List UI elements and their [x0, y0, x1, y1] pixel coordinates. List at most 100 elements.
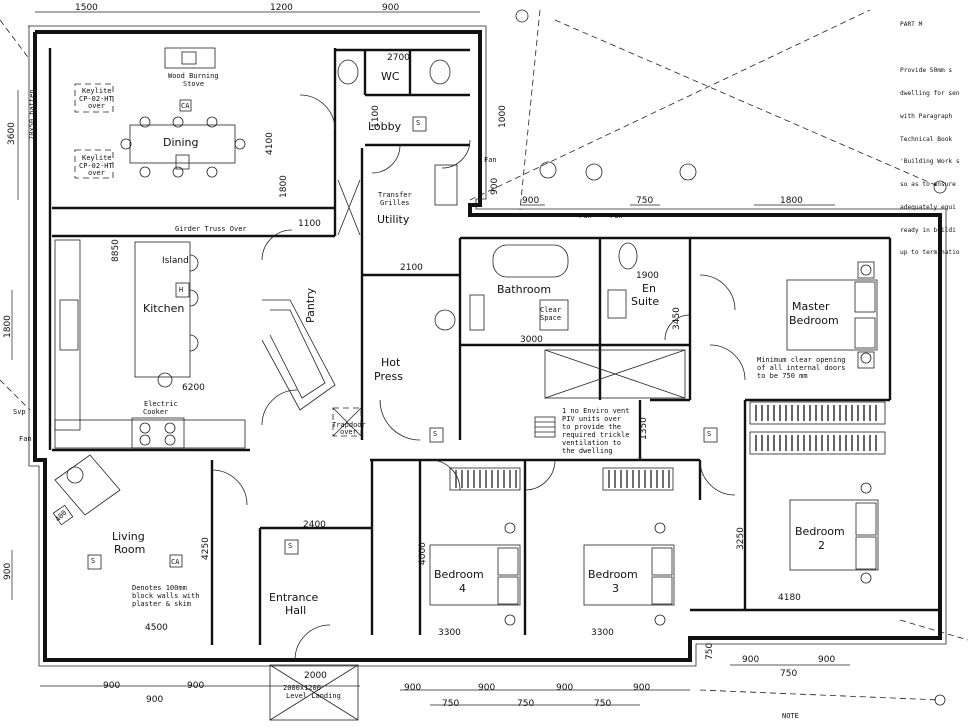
fan-label-4: Fan: [19, 435, 32, 443]
dim-3300-a: 3300: [438, 628, 461, 638]
dim-b-900-9: 900: [818, 655, 835, 665]
dim-3600: 3600: [7, 122, 17, 145]
notes-line-4: Technical Book: [900, 135, 953, 143]
svp-label: Svp: [13, 408, 26, 416]
block-walls-2: block walls with: [132, 592, 199, 600]
room-hot-press-2: Press: [374, 370, 403, 383]
room-bedroom4-1: Bedroom: [434, 568, 484, 581]
level-landing-2: Level Landing: [286, 692, 341, 700]
external-walls: [28, 25, 947, 667]
dim-4180: 4180: [778, 593, 801, 603]
dim-b-900-8: 900: [742, 655, 759, 665]
room-kitchen: Kitchen: [143, 302, 184, 315]
enviro-vent-1: 1 no Enviro vent: [562, 407, 629, 415]
enviro-vent-2: PIV units over: [562, 415, 621, 423]
room-master-2: Bedroom: [789, 314, 839, 327]
ha-symbol: H: [179, 286, 183, 294]
dining-table: [120, 47, 246, 178]
ca-symbol-1: CA: [171, 558, 180, 566]
level-landing: [269, 664, 359, 721]
dim-900-bath: 900: [522, 196, 539, 206]
min-clear-1: Minimum clear opening: [757, 356, 846, 364]
room-bedroom2-1: Bedroom: [795, 525, 845, 538]
sa-symbol-1: S: [416, 119, 420, 127]
room-pantry: Pantry: [304, 287, 317, 323]
dim-1800-master: 1800: [780, 196, 803, 206]
notes-line-5: 'Building Work s: [900, 158, 960, 166]
fan-label-1: Fan: [484, 156, 497, 164]
room-dining: Dining: [163, 136, 199, 149]
dim-1900: 1900: [636, 271, 659, 281]
dim-3000: 3000: [520, 335, 543, 345]
kitchen-fittings: [54, 239, 246, 449]
master-bed: [786, 261, 878, 369]
dim-4000: 4000: [418, 542, 428, 565]
room-living-1: Living: [112, 530, 145, 543]
girder-truss-label: Girder Truss Over: [175, 225, 247, 233]
transfer-grilles-1: Transfer: [378, 191, 412, 199]
keylite-2a: Keylite: [82, 154, 112, 162]
notes-line-9: up to terminatio: [900, 249, 960, 257]
dim-2000: 2000: [304, 671, 327, 681]
room-entrance-1: Entrance: [269, 591, 319, 604]
sa-symbol-4: S: [288, 542, 292, 550]
batten-note: 70x50 batten ...: [28, 73, 36, 140]
dim-b-900-7: 900: [633, 683, 650, 693]
room-bedroom2-2: 2: [818, 539, 825, 552]
room-bedroom4-2: 4: [459, 582, 466, 595]
room-lobby: Lobby: [368, 120, 402, 133]
bed-2: [789, 499, 879, 571]
dim-900-left: 900: [3, 563, 13, 580]
min-clear-3: to be 750 mm: [757, 372, 808, 380]
dim-900-wc: 900: [490, 178, 500, 195]
sa-symbol-5: S: [91, 557, 95, 565]
living-stove: [52, 454, 121, 526]
dim-b-750-4: 750: [780, 669, 797, 679]
trapdoor-1: Trapdoor: [332, 421, 366, 429]
wood-stove-label-1: Wood Burning: [168, 72, 219, 80]
wood-stove: [164, 47, 216, 69]
room-living-2: Room: [114, 543, 145, 556]
dim-top-900: 900: [382, 3, 399, 13]
enviro-vent-4: required trickle: [562, 431, 629, 439]
dim-1100-lobby: 1100: [371, 105, 381, 128]
notes-line-3: with Paragraph: [900, 112, 953, 120]
dim-2100: 2100: [400, 263, 423, 273]
fan-label-2: Fan: [579, 212, 592, 220]
trapdoor-2: over: [340, 428, 357, 436]
bed-3: [583, 544, 675, 606]
dim-2400: 2400: [303, 520, 326, 530]
sensor-symbols: H S S S S S CA CA: [87, 99, 718, 570]
internal-walls: [48, 48, 940, 645]
room-utility: Utility: [377, 213, 410, 226]
notes-line-2: dwelling for sen: [900, 89, 960, 97]
block-walls-1: Denotes 100mm: [132, 584, 187, 592]
keylite-1a: Keylite: [82, 87, 112, 95]
room-bathroom: Bathroom: [497, 283, 551, 296]
dimension-lines: [11, 11, 850, 706]
dim-6200: 6200: [182, 383, 205, 393]
enviro-vent-5: ventilation to: [562, 439, 621, 447]
dim-b-900-4: 900: [404, 683, 421, 693]
room-hot-press-1: Hot: [381, 356, 401, 369]
dim-top-1500: 1500: [75, 3, 98, 13]
part-m-notes: PART M Provide 50mm s dwelling for sen w…: [900, 6, 968, 265]
kitchen-island: [134, 241, 191, 378]
wood-stove-label-2: Stove: [183, 80, 204, 88]
room-labels: Dining Kitchen Island Pantry WC Lobby Ut…: [112, 70, 845, 617]
dim-b-750-2: 750: [517, 699, 534, 709]
electric-cooker-1: Electric: [144, 400, 178, 408]
notes-line-7: adequately equi: [900, 203, 956, 211]
keylite-2b: CP-02-HT: [79, 162, 114, 170]
clear-space-1: Clear: [540, 306, 561, 314]
wardrobes: [449, 401, 886, 491]
note-label: NOTE: [782, 712, 799, 720]
block-walls-3: plaster & skim: [132, 600, 191, 608]
dim-b-900-3: 900: [146, 695, 163, 705]
dim-4100: 4100: [265, 132, 275, 155]
ca-symbol-2: CA: [181, 102, 190, 110]
dim-b-900-6: 900: [556, 683, 573, 693]
sa-symbol-2: S: [433, 430, 437, 438]
room-en-suite-2: Suite: [631, 295, 659, 308]
label-island: Island: [162, 256, 189, 266]
